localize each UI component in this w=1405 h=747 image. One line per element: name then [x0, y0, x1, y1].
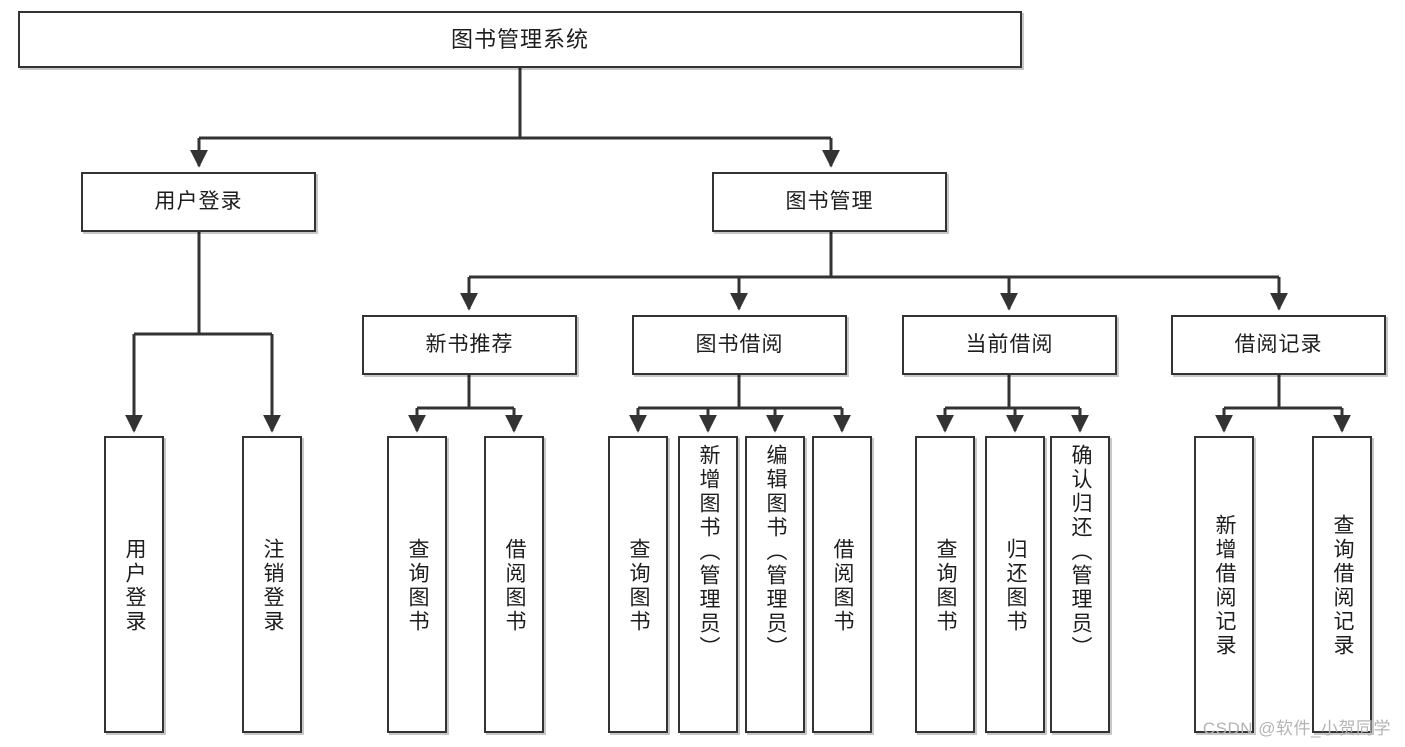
- leaf-new-book-query[interactable]: 查询图书: [387, 436, 447, 733]
- leaf-book-borrow-query[interactable]: 查询图书: [608, 436, 668, 733]
- leaf-new-book-borrow-label: 借阅图书: [503, 537, 527, 634]
- leaf-book-borrow-edit[interactable]: 编辑图书（管理员）: [745, 436, 805, 733]
- node-current-borrow-label: 当前借阅: [965, 332, 1054, 356]
- node-book-borrow-label: 图书借阅: [695, 332, 784, 356]
- leaf-user-login-login-label: 用户登录: [123, 537, 147, 634]
- leaf-book-borrow-borrow-label: 借阅图书: [831, 537, 855, 634]
- node-borrow-record[interactable]: 借阅记录: [1171, 315, 1386, 375]
- csdn-watermark: CSDN @软件_小贺同学: [1202, 719, 1391, 738]
- leaf-current-borrow-return[interactable]: 归还图书: [985, 436, 1045, 733]
- node-new-book-recommend-label: 新书推荐: [425, 332, 514, 356]
- node-user-login[interactable]: 用户登录: [81, 172, 316, 232]
- leaf-borrow-record-query-label: 查询借阅记录: [1331, 513, 1355, 658]
- leaf-new-book-borrow[interactable]: 借阅图书: [484, 436, 544, 733]
- leaf-new-book-query-label: 查询图书: [406, 537, 430, 634]
- node-root-label: 图书管理系统: [450, 26, 589, 52]
- leaf-current-borrow-return-label: 归还图书: [1004, 537, 1028, 634]
- leaf-current-borrow-query[interactable]: 查询图书: [915, 436, 975, 733]
- node-book-borrow[interactable]: 图书借阅: [632, 315, 847, 375]
- leaf-user-login-login[interactable]: 用户登录: [104, 436, 164, 733]
- leaf-current-borrow-query-label: 查询图书: [934, 537, 958, 634]
- leaf-current-borrow-confirm[interactable]: 确认归还（管理员）: [1050, 436, 1110, 733]
- node-book-management-label: 图书管理: [785, 189, 874, 213]
- node-current-borrow[interactable]: 当前借阅: [902, 315, 1117, 375]
- leaf-borrow-record-add[interactable]: 新增借阅记录: [1194, 436, 1254, 733]
- leaf-borrow-record-add-label: 新增借阅记录: [1213, 513, 1237, 658]
- node-borrow-record-label: 借阅记录: [1234, 332, 1323, 356]
- leaf-book-borrow-add[interactable]: 新增图书（管理员）: [678, 436, 738, 733]
- leaf-book-borrow-borrow[interactable]: 借阅图书: [812, 436, 872, 733]
- node-book-management[interactable]: 图书管理: [712, 172, 947, 232]
- leaf-user-login-logout-label: 注销登录: [261, 537, 285, 634]
- leaf-borrow-record-query[interactable]: 查询借阅记录: [1312, 436, 1372, 733]
- leaf-book-borrow-add-label: 新增图书（管理员）: [697, 444, 721, 660]
- leaf-book-borrow-edit-label: 编辑图书（管理员）: [764, 444, 788, 660]
- node-user-login-label: 用户登录: [154, 189, 243, 213]
- leaf-user-login-logout[interactable]: 注销登录: [242, 436, 302, 733]
- node-new-book-recommend[interactable]: 新书推荐: [362, 315, 577, 375]
- node-root-system[interactable]: 图书管理系统: [18, 11, 1022, 68]
- leaf-book-borrow-query-label: 查询图书: [627, 537, 651, 634]
- leaf-current-borrow-confirm-label: 确认归还（管理员）: [1069, 444, 1093, 660]
